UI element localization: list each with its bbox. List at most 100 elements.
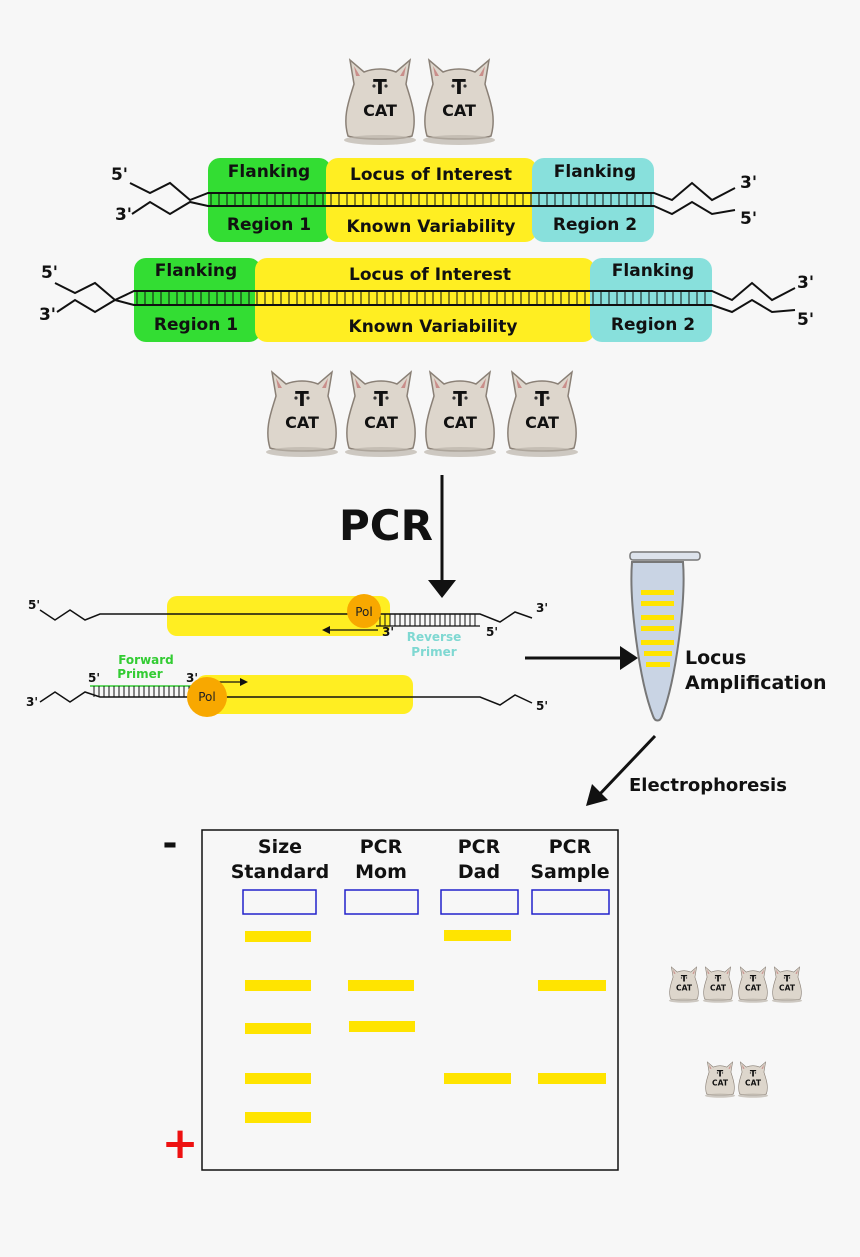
three-prime-label: 3' bbox=[536, 601, 548, 615]
cat-icon: T CAT bbox=[265, 371, 339, 458]
svg-text:T: T bbox=[373, 75, 387, 99]
flanking-region-1 bbox=[208, 158, 331, 242]
three-prime-label: 3' bbox=[382, 625, 394, 639]
flank2-label-bottom: Region 2 bbox=[611, 315, 695, 335]
reverse-primer-label: Reverse bbox=[407, 630, 462, 644]
flanking-region-2 bbox=[590, 258, 712, 342]
svg-text:CAT: CAT bbox=[745, 984, 762, 993]
three-prime-label: 3' bbox=[26, 695, 38, 709]
three-prime-label: 3' bbox=[186, 671, 198, 685]
reverse-primer-label: Primer bbox=[411, 645, 456, 659]
lane-header: Size bbox=[258, 836, 302, 858]
locus-label-bottom: Known Variability bbox=[349, 317, 518, 337]
svg-text:CAT: CAT bbox=[710, 984, 727, 993]
five-prime-label: 5' bbox=[740, 209, 757, 229]
dna-strand-top bbox=[129, 181, 736, 202]
template-strand-bottom bbox=[39, 691, 533, 706]
three-prime-label: 3' bbox=[740, 173, 757, 193]
flank1-label-top: Flanking bbox=[155, 261, 237, 281]
svg-text:CAT: CAT bbox=[363, 101, 397, 120]
polymerase bbox=[347, 594, 381, 628]
five-prime-label: 5' bbox=[797, 310, 814, 330]
locus-label-top: Locus of Interest bbox=[350, 165, 512, 185]
gel-band bbox=[444, 930, 511, 941]
gel-band bbox=[538, 1073, 606, 1084]
gel-band bbox=[245, 1112, 311, 1123]
lane-header: PCR bbox=[458, 836, 501, 858]
svg-text:CAT: CAT bbox=[745, 1079, 762, 1088]
polymerase-label: Pol bbox=[355, 605, 372, 619]
flank1-label-top: Flanking bbox=[228, 162, 310, 182]
primer-rungs bbox=[379, 614, 476, 626]
svg-text:CAT: CAT bbox=[525, 413, 559, 432]
svg-text:CAT: CAT bbox=[285, 413, 319, 432]
tube-label: Amplification bbox=[685, 672, 826, 694]
flank2-label-top: Flanking bbox=[554, 162, 636, 182]
svg-text:T: T bbox=[452, 75, 466, 99]
lane-header: PCR bbox=[360, 836, 403, 858]
extension-arrow-head bbox=[240, 678, 248, 686]
gel-band bbox=[245, 931, 311, 942]
pcr-arrow-head bbox=[428, 580, 456, 598]
svg-text:T: T bbox=[750, 1068, 757, 1079]
arrow-to-tube-head bbox=[620, 646, 638, 670]
gel-band bbox=[245, 980, 311, 991]
cat-icon: T CAT bbox=[422, 59, 496, 146]
svg-text:CAT: CAT bbox=[364, 413, 398, 432]
lane-header: Sample bbox=[530, 861, 609, 883]
cat-icon: T CAT bbox=[344, 371, 418, 458]
svg-text:T: T bbox=[374, 387, 388, 411]
gel-band bbox=[349, 1021, 415, 1032]
electrophoresis-label: Electrophoresis bbox=[629, 775, 787, 796]
tube-label: Locus bbox=[685, 647, 746, 669]
pcr-detail: Pol 5' 3' 3' 5' Reverse Primer Pol Forwa… bbox=[26, 594, 548, 717]
flanking-region-2 bbox=[532, 158, 654, 242]
five-prime-label: 5' bbox=[41, 263, 58, 283]
gel-well bbox=[531, 889, 610, 915]
flank1-label-bottom: Region 1 bbox=[227, 215, 311, 235]
locus-of-interest bbox=[326, 158, 537, 242]
svg-text:T: T bbox=[717, 1068, 724, 1079]
svg-text:CAT: CAT bbox=[779, 984, 796, 993]
pcr-tube-icon bbox=[629, 551, 701, 722]
pcr-label: PCR bbox=[339, 501, 433, 550]
extension-product-top bbox=[167, 596, 390, 636]
gel-band bbox=[348, 980, 414, 991]
dna-strand-top bbox=[54, 281, 796, 302]
locus-label-bottom: Known Variability bbox=[347, 217, 516, 237]
electrophoresis-arrow bbox=[596, 734, 657, 798]
gel-band bbox=[538, 980, 606, 991]
forward-primer-label: Primer bbox=[117, 667, 162, 681]
svg-text:CAT: CAT bbox=[443, 413, 477, 432]
gel-positive-terminal: + bbox=[162, 1118, 199, 1169]
template-strand-top bbox=[39, 609, 533, 623]
five-prime-label: 5' bbox=[111, 165, 128, 185]
dna-strand-bottom bbox=[131, 200, 736, 216]
forward-primer-label: Forward bbox=[118, 653, 174, 667]
electrophoresis-arrow-head bbox=[586, 784, 608, 806]
cat-icon: T CAT bbox=[423, 371, 497, 458]
three-prime-label: 3' bbox=[797, 273, 814, 293]
dna-strand-bottom bbox=[56, 298, 796, 314]
base-pair-rungs bbox=[136, 291, 706, 305]
five-prime-label: 5' bbox=[486, 625, 498, 639]
base-pair-rungs bbox=[210, 193, 652, 206]
svg-text:T: T bbox=[681, 973, 688, 984]
gel-band bbox=[245, 1073, 311, 1084]
flank2-label-bottom: Region 2 bbox=[553, 215, 637, 235]
svg-text:T: T bbox=[453, 387, 467, 411]
extension-product-bottom bbox=[196, 675, 413, 714]
flanking-region-1 bbox=[134, 258, 261, 342]
gel-band bbox=[444, 1073, 511, 1084]
svg-text:T: T bbox=[295, 387, 309, 411]
gel-well bbox=[440, 889, 519, 915]
svg-text:CAT: CAT bbox=[442, 101, 476, 120]
